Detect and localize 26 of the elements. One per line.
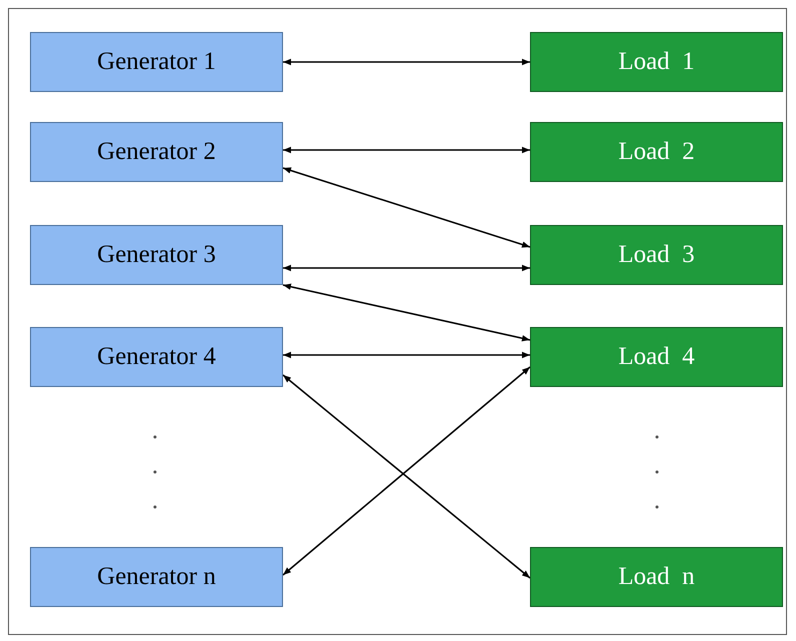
node-label: Load 4 [618,342,695,372]
arrow [282,167,530,248]
node-label: Load 1 [618,47,695,78]
node-label: Generator n [97,562,216,592]
generator-box [30,547,283,607]
arrow [283,146,530,154]
node-label: Generator 4 [97,342,216,372]
node-label: Load 3 [618,240,695,270]
generator-box [30,327,283,387]
node-label: Load n [618,562,695,592]
node-label: Generator 3 [97,240,216,270]
generator-box [30,225,283,285]
arrow [283,264,530,272]
arrow [282,284,530,342]
load-box [530,327,783,387]
load-box [530,32,783,92]
node-label: Load 2 [618,137,695,168]
load-box [530,225,783,285]
arrow [283,352,530,358]
node-label: Generator 2 [97,137,216,168]
load-box [530,122,783,182]
node-label: Generator 1 [97,47,216,78]
generator-box [30,32,283,92]
arrow [283,58,530,66]
load-box [530,547,783,607]
generator-box [30,122,283,182]
